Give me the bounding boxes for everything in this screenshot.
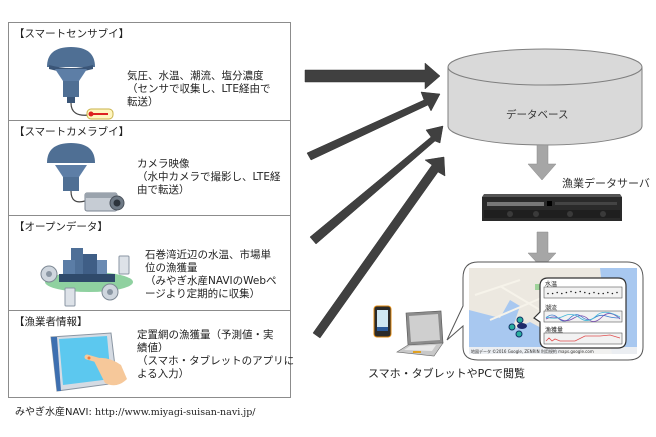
water-temp-dots (547, 290, 618, 295)
water-temp-dot (574, 291, 577, 294)
map-attribution: 地図データ ©2016 Google, ZENRIN 利用規約 maps.goo… (471, 349, 594, 354)
desc-line: 由で転送） (137, 184, 190, 196)
water-temp-dot (579, 290, 581, 293)
panel-description: カメラ映像 （水中カメラで撮影し、LTE経 由で転送） (137, 158, 280, 197)
panel-title: 【漁業者情報】 (14, 316, 88, 328)
water-temp-dot (584, 291, 586, 294)
panel-description: 気圧、水温、潮流、塩分濃度 （センサで収集し、LTE経由で 転送） (127, 70, 270, 109)
server-label: 漁業データサーバ (562, 177, 650, 190)
catch-line (545, 334, 621, 342)
water-temp-dot (588, 292, 591, 295)
database-cylinder-icon (447, 48, 643, 146)
tide-chart (543, 310, 623, 323)
desc-line: （水中カメラで撮影し、LTE経 (137, 171, 281, 183)
desc-line: （スマホ・タブレットのアプリに (137, 355, 295, 367)
chart-label-water-temp: 水温 (545, 281, 558, 288)
arrow-sensor-to-db (304, 62, 441, 90)
chart-popup (533, 277, 627, 349)
arrow-camera-to-db (306, 91, 441, 161)
water-temp-dot (556, 291, 558, 294)
chart-label-catch: 漁獲量 (545, 327, 564, 334)
camera-buoy-icon (47, 143, 125, 212)
tablet-touch-icon (50, 332, 127, 392)
arrow-opendata-to-db (309, 125, 444, 245)
panel-description: 石巻湾近辺の水温、市場単 位の漁獲量 （みやぎ水産NAVIのWebペ ージより定… (145, 249, 277, 301)
desc-line: （センサで収集し、LTE経由で (127, 83, 271, 95)
panel-description: 定置網の漁獲量（予測値・実 績値） （スマホ・タブレットのアプリに よる入力） (137, 329, 294, 381)
footnote: みやぎ水産NAVI: http://www.miyagi-suisan-navi… (15, 403, 256, 418)
sensor-buoy-icon (47, 47, 114, 120)
water-temp-chart (543, 286, 623, 299)
laptop-icon (396, 310, 444, 357)
desc-line: （みやぎ水産NAVIのWebペ (145, 275, 277, 287)
desc-line: 気圧、水温、潮流、塩分濃度 (127, 70, 264, 82)
arrow-db-to-server (527, 144, 557, 181)
water-temp-dot (602, 292, 604, 295)
server-icon (482, 194, 622, 221)
catch-chart (543, 332, 623, 345)
panel-title: 【スマートカメラブイ】 (14, 126, 130, 138)
desc-line: 転送） (127, 96, 159, 108)
water-temp-dot (616, 291, 618, 294)
viewer-label: スマホ・タブレットやPCで閲覧 (368, 367, 525, 380)
desc-line: よる入力） (137, 368, 190, 380)
desc-line: 石巻湾近辺の水温、市場単 (145, 249, 271, 261)
desc-line: カメラ映像 (137, 158, 190, 170)
water-temp-dot (597, 292, 600, 295)
water-temp-dot (593, 291, 595, 294)
desc-line: ージより定期的に収集） (145, 288, 261, 300)
panel-fisher-info: 【漁業者情報】 定置網の漁獲量（予測値・実 績値） （スマホ・タブレットのアプリ… (8, 310, 294, 398)
panel-title: 【オープンデータ】 (14, 221, 108, 233)
tide-line-3 (545, 311, 621, 321)
arrow-server-to-viewer (527, 231, 557, 269)
water-temp-dot (570, 290, 572, 293)
panel-smart-sensor-buoy: 【スマートセンサブイ】 気圧、水温、潮流、塩分濃度 （センサで収集し、LTE経由… (8, 22, 291, 121)
footnote-label: みやぎ水産NAVI: (15, 407, 96, 418)
water-temp-dot (607, 291, 609, 294)
open-data-city-icon (40, 248, 133, 307)
tide-line-2 (545, 313, 621, 322)
desc-line: 績値） (137, 342, 169, 354)
arrow-fisher-to-db (312, 156, 446, 339)
water-temp-dot (561, 292, 563, 295)
desc-line: 定置網の漁獲量（予測値・実 (137, 329, 274, 341)
panel-title: 【スマートセンサブイ】 (14, 28, 130, 40)
database-label: データベース (506, 109, 569, 121)
water-temp-dot (611, 292, 614, 295)
desc-line: 位の漁獲量 (145, 262, 198, 274)
smartphone-icon (373, 305, 392, 338)
water-temp-dot (547, 292, 549, 295)
chart-label-tide: 潮流 (545, 305, 558, 312)
panel-open-data: 【オープンデータ】 石巻湾近辺の水温、市場単 位の漁獲量 （みやぎ水産NAVIの… (8, 215, 291, 311)
water-temp-dot (551, 292, 554, 295)
panel-smart-camera-buoy: 【スマートカメラブイ】 カメラ映像 （水中カメラで撮影し、LTE経 由で転送） (8, 120, 291, 216)
footnote-url[interactable]: http://www.miyagi-suisan-navi.jp/ (95, 407, 256, 418)
water-temp-dot (565, 291, 568, 294)
